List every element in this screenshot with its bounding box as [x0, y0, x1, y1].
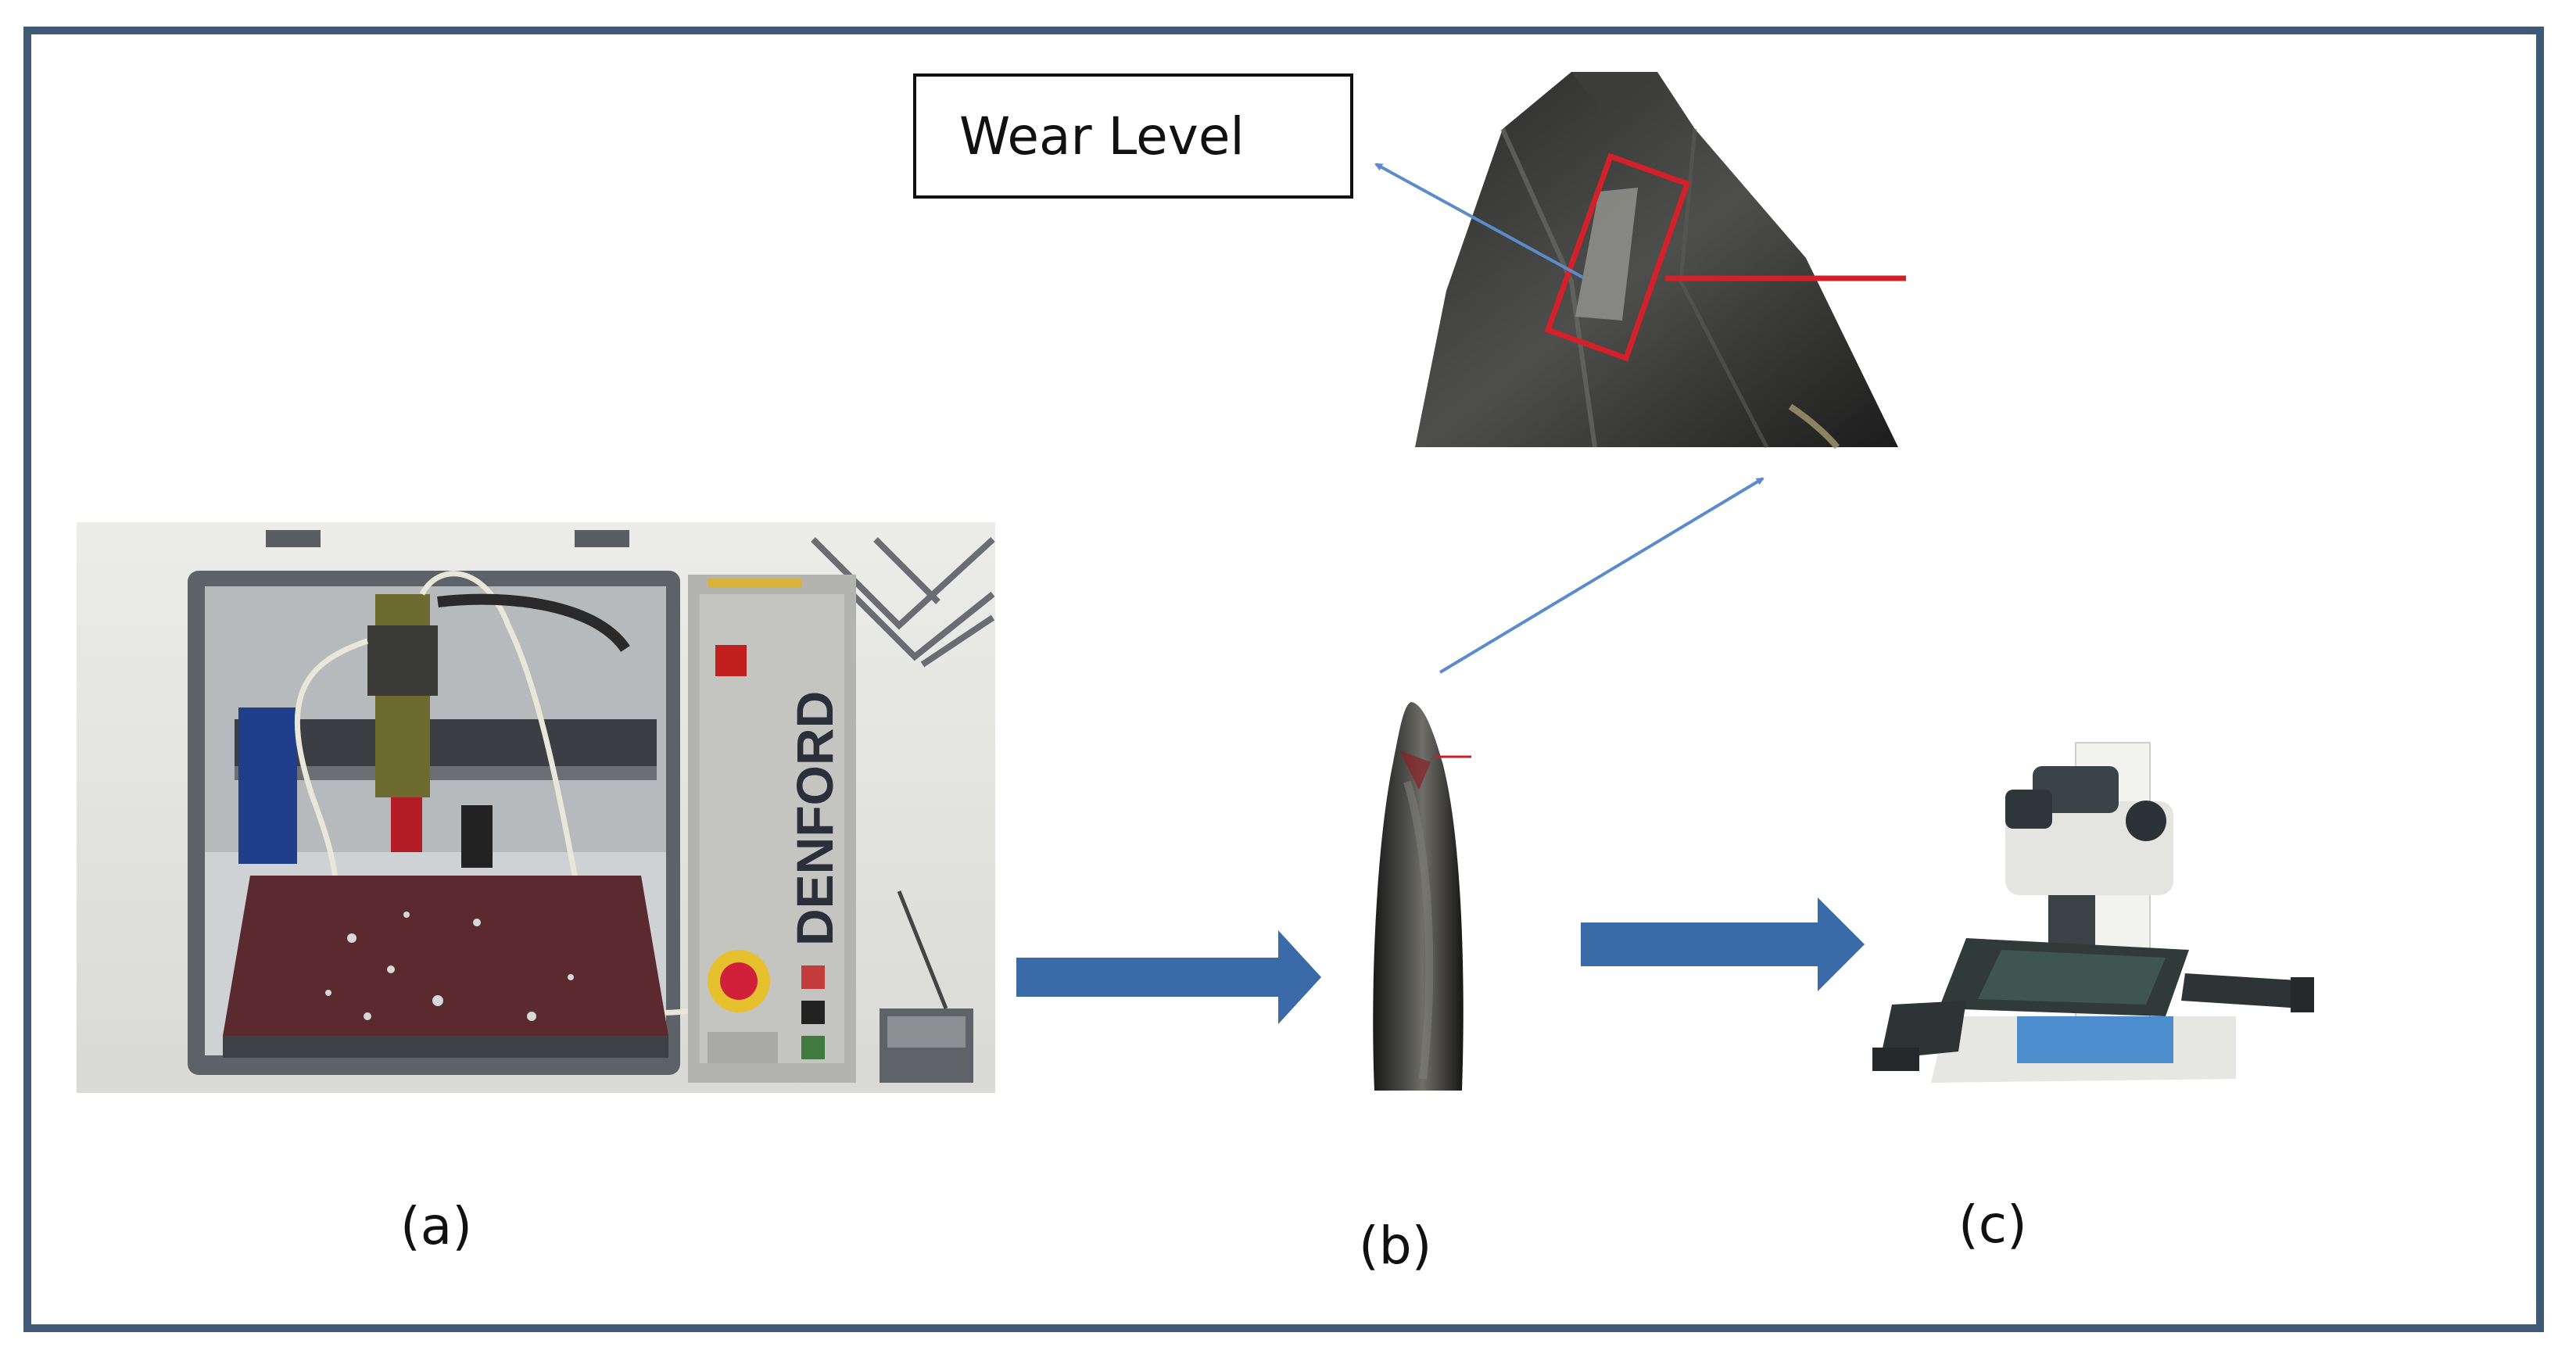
cnc-machine-photo: DENFORD: [77, 522, 995, 1093]
denford-logo: DENFORD: [786, 691, 844, 946]
wear-highlight-box: [1544, 152, 1691, 362]
wear-label-pointer: [1374, 163, 1584, 279]
wear-zoom-photo: [1415, 72, 1906, 450]
flow-arrow-2: [1581, 897, 1865, 991]
caption-c: (c): [1958, 1195, 2027, 1255]
caption-a: (a): [400, 1196, 472, 1256]
drill-bit-photo: [1373, 702, 1471, 1091]
caption-b: (b): [1359, 1216, 1432, 1276]
figure-frame: [23, 27, 2544, 1332]
flow-arrow-1: [1016, 930, 1321, 1024]
wear-level-label: Wear Level: [959, 106, 1245, 167]
microscope-photo: [1872, 742, 2314, 1083]
wear-level-callout: Wear Level: [913, 73, 1353, 199]
zoom-pointer-arrow: [1438, 477, 1765, 674]
